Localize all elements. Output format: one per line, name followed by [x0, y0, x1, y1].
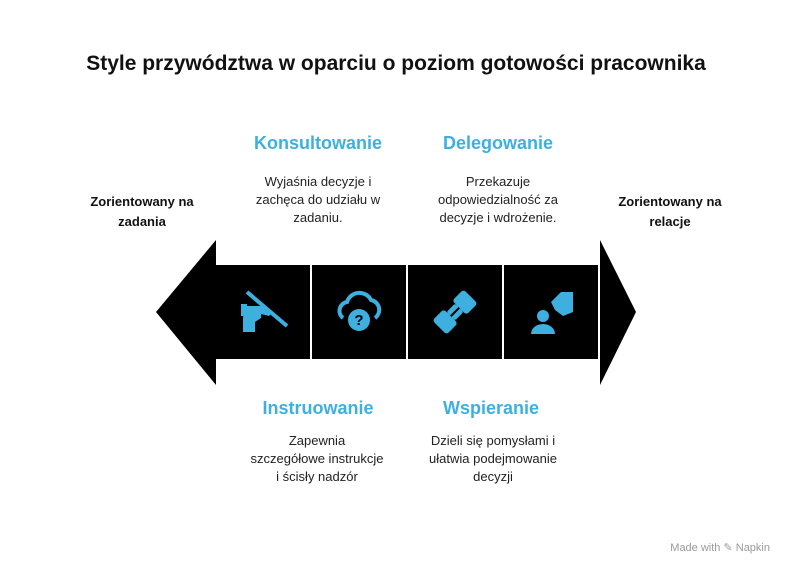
heading-konsultowanie: Konsultowanie: [253, 133, 382, 153]
desc-instruowanie: Zapewnia szczegółowe instrukcje i ścisły…: [250, 433, 384, 484]
pointing-hand-icon: [241, 290, 289, 334]
desc-delegowanie: Przekazuje odpowiedzialność za decyzje i…: [438, 174, 558, 225]
handshake-icon: [433, 290, 477, 334]
leadership-arrow-band: ?: [156, 240, 636, 385]
left-label: Zorientowany na zadania: [90, 194, 194, 229]
person-hand-support-icon: [531, 292, 573, 334]
heading-wspieranie: Wspieranie: [442, 398, 540, 418]
heading-delegowanie: Delegowanie: [442, 133, 554, 153]
diagram-title: Style przywództwa w oparciu o poziom got…: [86, 52, 706, 75]
desc-wspieranie: Dzieli się pomysłami i ułatwia podejmowa…: [429, 433, 557, 484]
icon-block-4: [504, 265, 598, 359]
cloud-question-icon: ?: [337, 290, 382, 331]
napkin-watermark: Made with ✎ Napkin: [670, 542, 770, 554]
right-label: Zorientowany na relacje: [618, 194, 722, 229]
left-arrowhead: [156, 240, 216, 385]
svg-text:?: ?: [354, 312, 363, 329]
heading-instruowanie: Instruowanie: [262, 398, 374, 418]
desc-konsultowanie: Wyjaśnia decyzje i zachęca do udziału w …: [255, 174, 381, 225]
right-arrowhead: [600, 240, 636, 385]
